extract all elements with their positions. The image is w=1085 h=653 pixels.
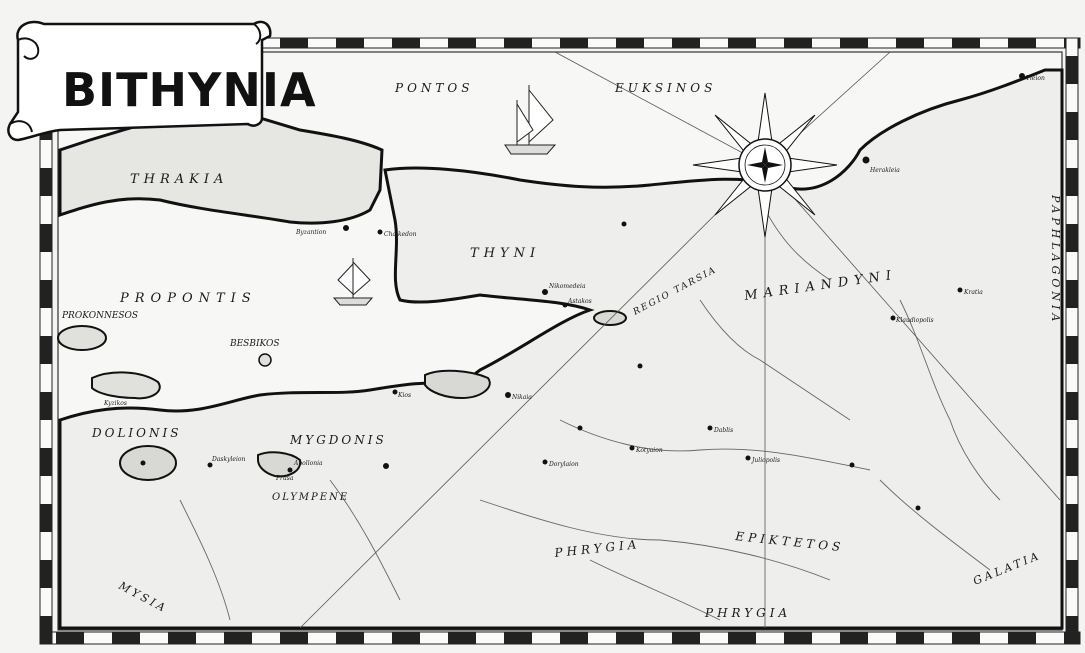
town-kyzikos: Kyzikos xyxy=(103,400,127,407)
town-kratia: Kratia xyxy=(963,289,983,296)
ship-pontos xyxy=(504,85,557,155)
label-thyni: THYNI xyxy=(470,246,540,261)
town-apollonia: Apollonia xyxy=(293,460,323,467)
label-olympene: OLYMPENE xyxy=(272,492,349,503)
map-title: BITHYNIA xyxy=(62,63,317,117)
label-dolionis: DOLIONIS xyxy=(91,426,181,440)
town-juliopolis: Juliopolis xyxy=(750,457,780,464)
rivers-boundaries xyxy=(179,199,1001,621)
town-kios: Kios xyxy=(397,392,411,399)
town-nikaia: Nikaia xyxy=(511,394,532,401)
town-dorylaion: Dorylaion xyxy=(548,461,579,468)
label-euksinos: EUKSINOS xyxy=(614,81,716,95)
town-daskyleion: Daskyleion xyxy=(211,456,245,463)
rhumb-lines xyxy=(299,51,1061,629)
label-besbikos: BESBIKOS xyxy=(229,339,280,349)
label-pontos: PONTOS xyxy=(394,81,473,95)
town-chalkedon: Chalkedon xyxy=(384,231,417,238)
label-phrygia-south: PHRYGIA xyxy=(704,606,791,620)
land xyxy=(57,68,1064,630)
town-markers xyxy=(140,73,1025,511)
town-klaudiopolis: Klaudiopolis xyxy=(895,317,934,324)
title-banner: BITHYNIA xyxy=(7,20,317,142)
town-tieion: Tieion xyxy=(1026,75,1045,82)
town-kotyaion: Kotyaion xyxy=(635,447,663,454)
label-paphlagonia: PAPHLAGONIA xyxy=(1049,194,1062,325)
compass-rose xyxy=(692,92,838,238)
label-mygdonis: MYGDONIS xyxy=(289,433,387,447)
label-propontis: PROPONTIS xyxy=(119,291,257,306)
town-astakos: Astakos xyxy=(567,298,592,305)
town-dablis: Dablis xyxy=(713,427,733,434)
town-labels: Byzantion Nikomedeia Astakos Kios Nikaia… xyxy=(103,75,1045,482)
town-nikomedeia: Nikomedeia xyxy=(548,283,586,290)
ship-propontis xyxy=(332,258,374,306)
label-prokonnesos: PROKONNESOS xyxy=(61,311,138,321)
town-byzantion: Byzantion xyxy=(295,229,326,236)
town-herakleia: Herakleia xyxy=(869,167,900,174)
town-prusa: Prusa xyxy=(275,475,294,482)
label-thrakia: THRAKIA xyxy=(130,172,228,187)
